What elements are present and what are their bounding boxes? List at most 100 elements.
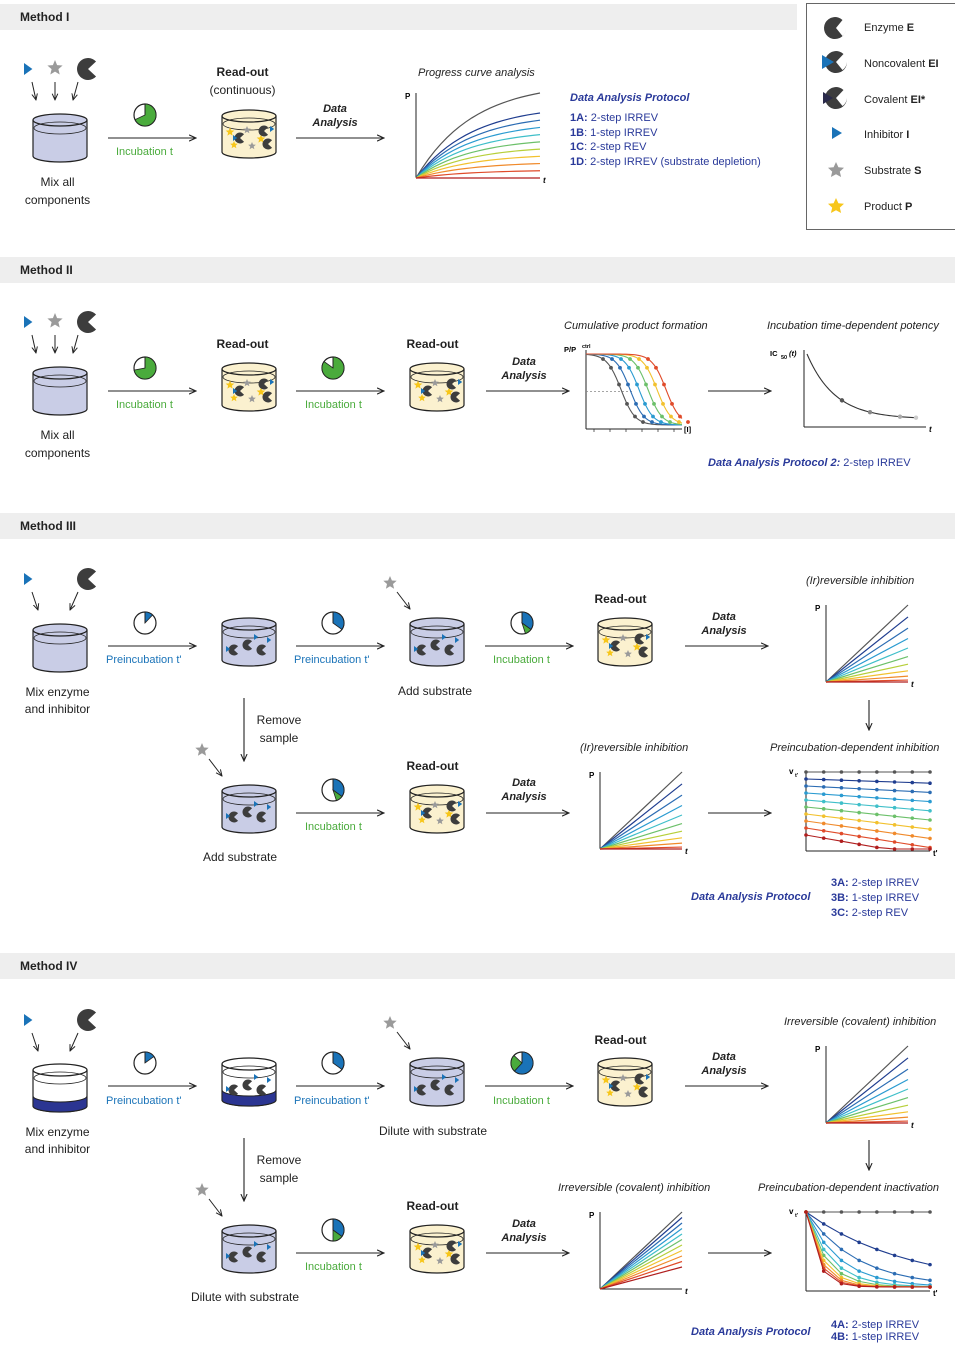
protocol-1b: 1B: 1-step IRREV <box>570 126 658 139</box>
data-point <box>821 814 826 818</box>
data-point <box>662 382 666 387</box>
m4-readout-well-1 <box>597 1057 653 1107</box>
y-axis-label: P <box>815 1045 821 1054</box>
data-point <box>821 807 826 811</box>
rate-line <box>825 1078 909 1124</box>
enzyme-icon <box>77 311 97 333</box>
data-point <box>897 414 903 419</box>
rate-line <box>825 637 909 683</box>
x-axis-label: t <box>911 1121 914 1130</box>
m4-dilute-star-2 <box>195 1183 232 1221</box>
m1-chart-title: Progress curve analysis <box>418 67 535 79</box>
data-point <box>634 401 638 406</box>
m4-preincubation-label-1: Preincubation t' <box>106 1095 182 1107</box>
m4-arrow-4 <box>685 1081 770 1091</box>
data-point <box>928 1262 932 1267</box>
method-4-header: Method IV <box>0 953 955 979</box>
inhibition-curve <box>805 778 931 784</box>
x-axis-label: t' <box>933 849 938 858</box>
data-point <box>627 365 631 370</box>
protocol-3c: 3C: 2-step REV <box>831 907 909 919</box>
m3-protocol-title: Data Analysis Protocol <box>691 891 811 903</box>
data-point <box>618 365 622 370</box>
progress-curve <box>415 170 541 179</box>
rate-line <box>599 1222 683 1290</box>
data-point <box>892 805 897 810</box>
data-point <box>928 790 932 795</box>
method-3-title: Method III <box>20 519 76 533</box>
m1-readout-well <box>221 109 277 159</box>
data-point <box>857 1258 861 1263</box>
m3-protocol-list: 3A: 2-step IRREV 3B: 1-step IRREV 3C: 2-… <box>831 876 919 921</box>
m3-readout-well-1 <box>597 617 653 667</box>
data-point <box>645 365 649 370</box>
method-4-title: Method IV <box>20 959 78 973</box>
data-point <box>804 777 808 781</box>
y-axis-label: P/P <box>564 345 576 354</box>
m2-components-icons <box>24 311 97 358</box>
m4-chart1-title: Irreversible (covalent) inhibition <box>784 1016 937 1028</box>
progress-curve <box>415 92 541 179</box>
m3-add-substrate-star <box>383 576 420 614</box>
rate-line <box>599 842 683 850</box>
y-axis-label: P <box>589 1211 595 1220</box>
inhibitor-icon <box>24 316 33 328</box>
data-point <box>910 770 915 774</box>
data-point <box>857 779 861 783</box>
m4-timer-icon-2 <box>321 1051 345 1075</box>
data-point <box>839 831 844 836</box>
m4-components-icons <box>24 1009 97 1056</box>
data-point <box>821 836 826 840</box>
data-point <box>839 770 844 774</box>
data-point <box>857 794 861 799</box>
data-point <box>928 770 932 774</box>
m3-arrow-3 <box>485 641 575 651</box>
m2-readout-well-2 <box>409 362 465 412</box>
x-axis-label: t <box>911 680 914 689</box>
m3-incubation-label-1: Incubation t <box>493 654 550 666</box>
m4-timer-icon-1 <box>133 1051 157 1075</box>
data-point <box>804 784 808 788</box>
data-point <box>892 1279 897 1284</box>
data-point <box>642 414 646 419</box>
m4-timer-icon-3 <box>510 1051 534 1075</box>
rate-line <box>599 1233 683 1290</box>
data-point <box>875 770 879 774</box>
substrate-star-icon <box>195 743 209 756</box>
rate-line <box>599 1238 683 1290</box>
m3-arrow-2 <box>296 641 386 651</box>
x-axis-label: t <box>543 176 546 185</box>
legend-label-noncovalent: Noncovalent EI <box>864 58 939 70</box>
rate-line <box>825 656 909 683</box>
data-point <box>928 1210 932 1214</box>
data-point <box>857 1269 861 1273</box>
m3-incubation-label-2: Incubation t <box>305 821 362 833</box>
m1-protocol-title: Data Analysis Protocol <box>570 92 690 104</box>
data-point <box>678 414 682 419</box>
method-1-header: Method I <box>0 4 797 30</box>
data-point <box>821 1269 826 1273</box>
enzyme-icon <box>77 568 97 590</box>
m3-down-arrow-right <box>864 700 874 732</box>
data-point <box>617 382 621 387</box>
data-point <box>821 1247 826 1252</box>
data-point <box>910 1210 915 1214</box>
m4-dilute-star <box>383 1016 420 1054</box>
m4-arrow-6 <box>486 1248 571 1258</box>
legend-label-substrate: Substrate S <box>864 165 922 177</box>
protocol-3a: 3A: 2-step IRREV <box>831 877 920 889</box>
rate-line <box>825 1045 909 1124</box>
rate-line <box>599 804 683 850</box>
m2-incubation-label-2: Incubation t <box>305 399 362 411</box>
m2-mix-well <box>32 366 88 416</box>
m4-chart3-title: Preincubation-dependent inactivation <box>758 1182 940 1194</box>
data-point <box>641 420 645 424</box>
data-point <box>654 365 658 370</box>
rate-line <box>599 783 683 850</box>
m3-preinc-well <box>221 617 277 667</box>
